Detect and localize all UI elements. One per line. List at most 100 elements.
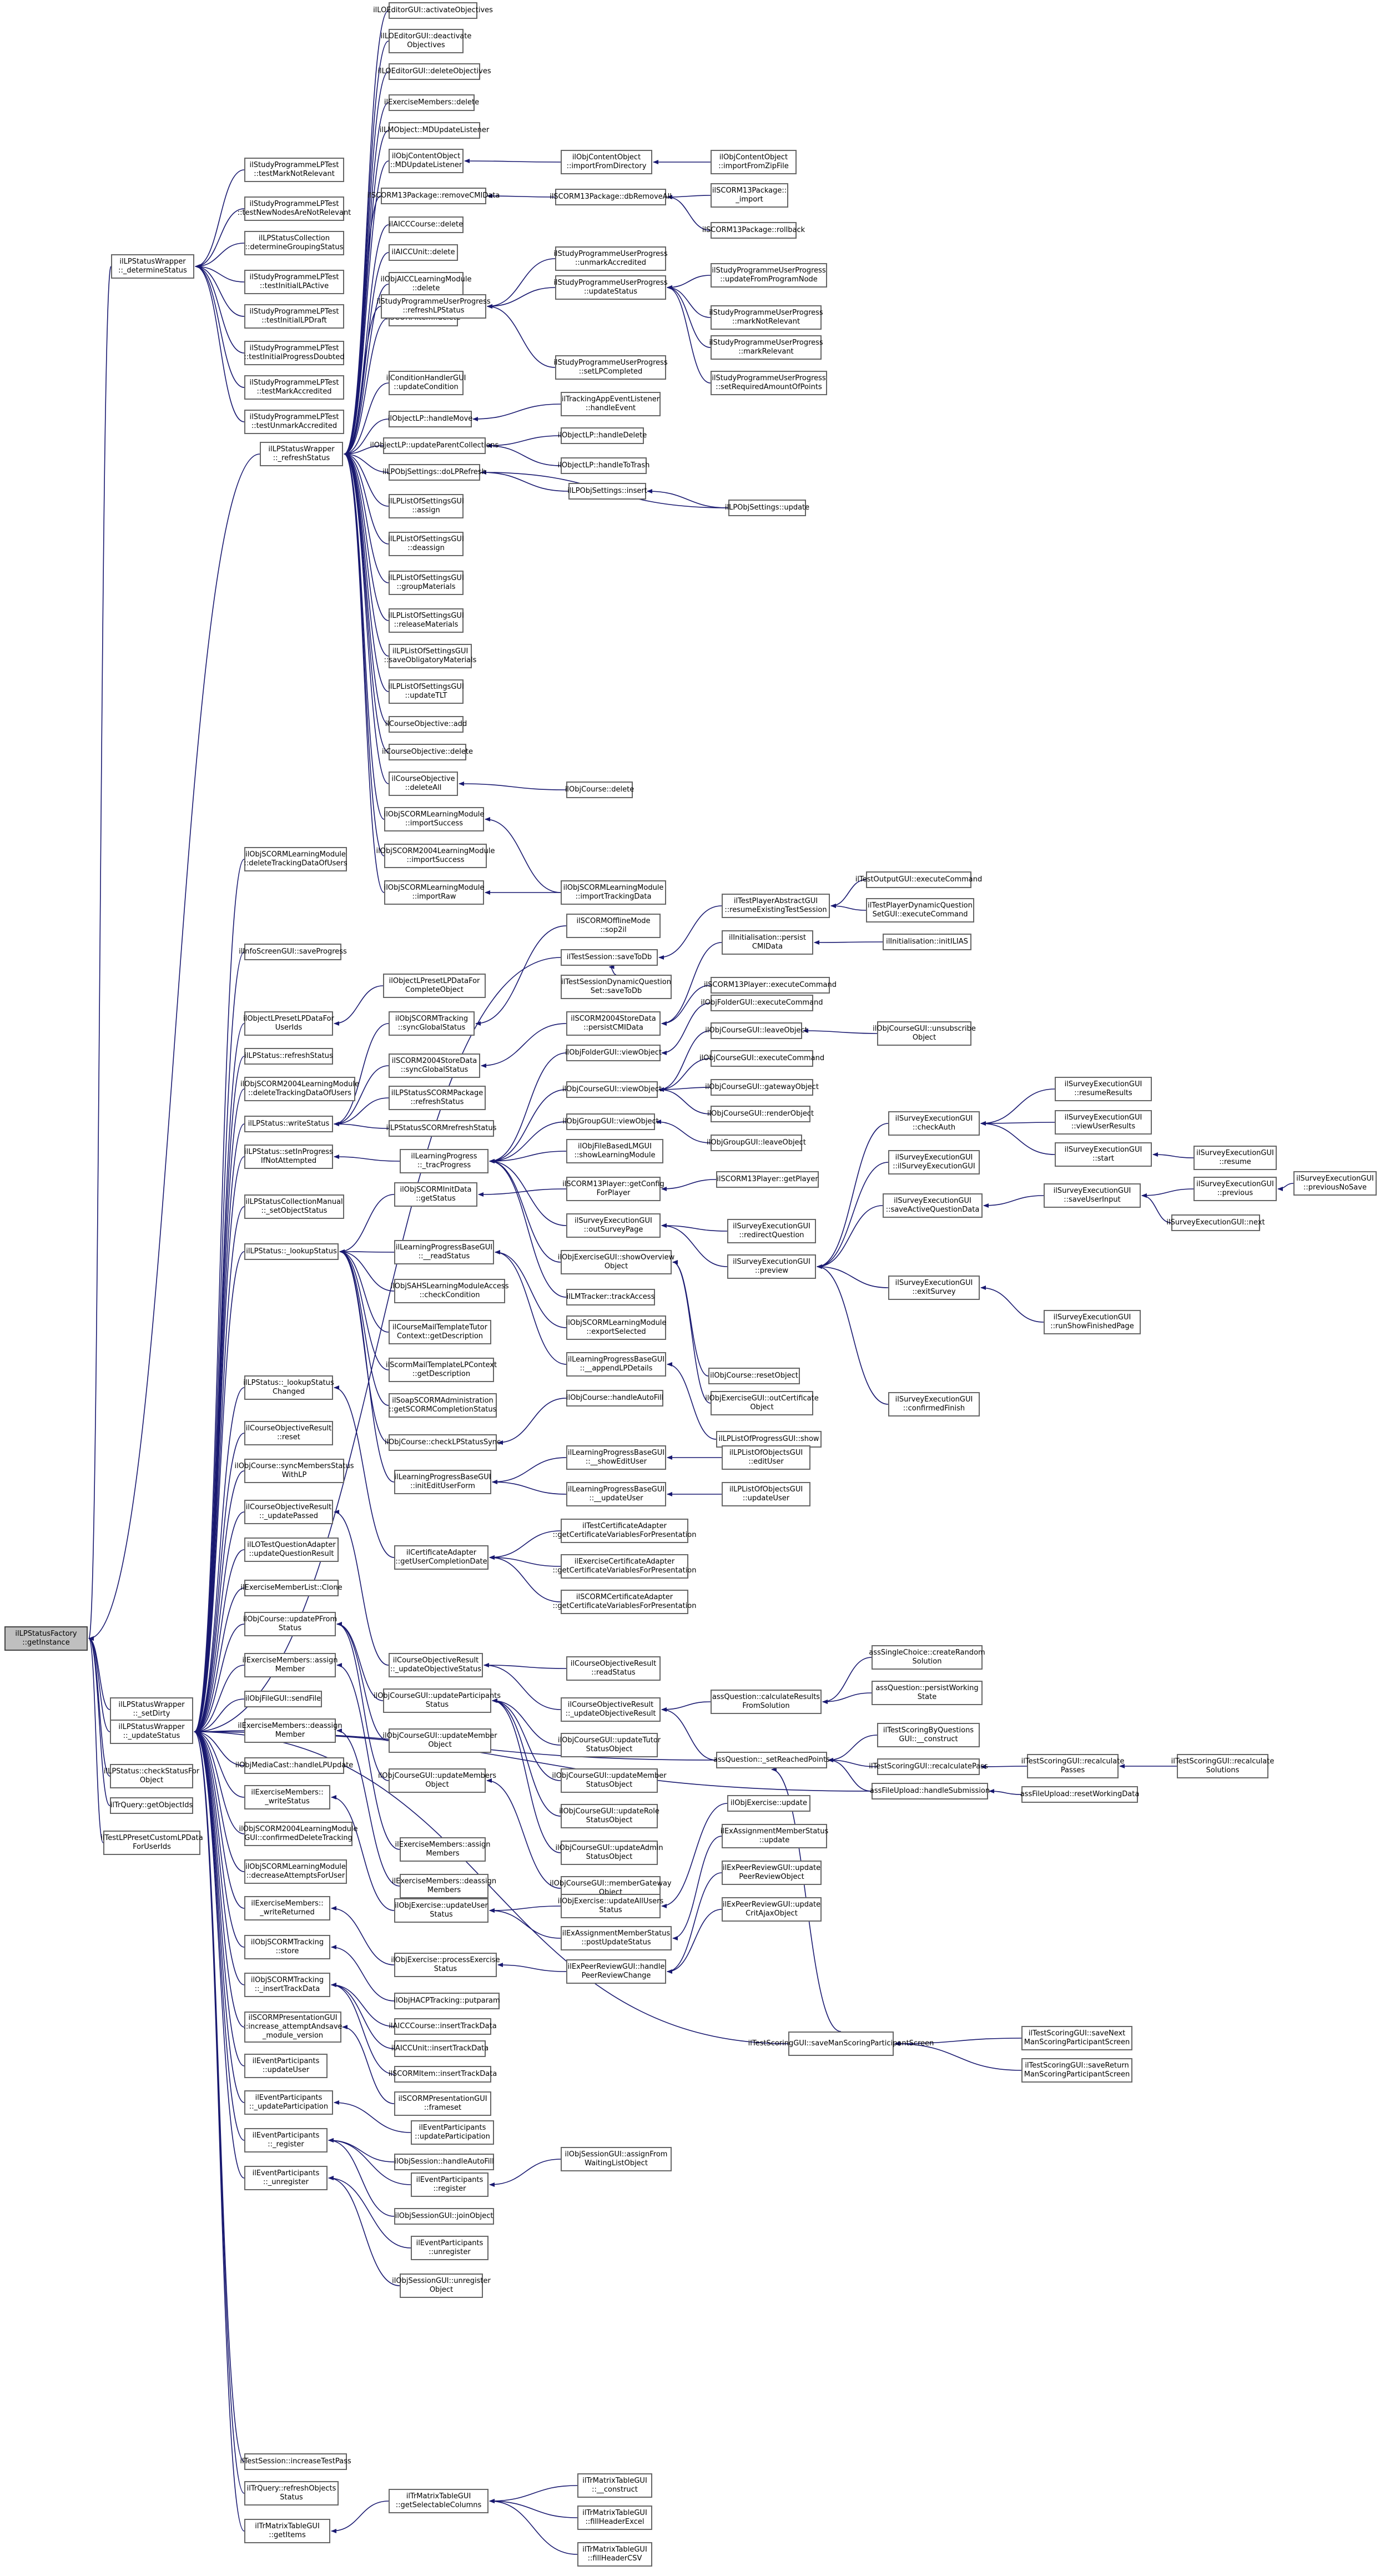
graph-node[interactable]: ilStudyProgrammeLPTest ::testMarkAccredi… bbox=[244, 375, 344, 400]
graph-node[interactable]: ilObjSessionGUI::unregister Object bbox=[392, 2273, 491, 2298]
graph-node[interactable]: ilTrQuery::getObjectIds bbox=[110, 1797, 193, 1814]
graph-node[interactable]: ilLPObjSettings::insert bbox=[567, 483, 647, 500]
graph-node[interactable]: ilObjectLP::handleToTrash bbox=[558, 457, 649, 474]
graph-node[interactable]: ilTestSession::saveToDb bbox=[561, 949, 658, 966]
graph-node[interactable]: ilObjCourse::handleAutoFill bbox=[566, 1390, 663, 1407]
graph-node[interactable]: ilSCORM2004StoreData ::persistCMIData bbox=[566, 1011, 661, 1036]
graph-node[interactable]: ilAICCUnit::delete bbox=[389, 244, 458, 261]
graph-node[interactable]: ilObjSCORMTracking ::store bbox=[244, 1935, 330, 1959]
graph-node[interactable]: ilTestScoringGUI::saveManScoringParticip… bbox=[748, 2031, 934, 2056]
graph-node[interactable]: ilExAssignmentMemberStatus ::postUpdateS… bbox=[561, 1926, 672, 1950]
graph-node[interactable]: ilLOEditorGUI::activateObjectives bbox=[373, 2, 493, 19]
graph-node[interactable]: ilLOTestQuestionAdapter ::updateQuestion… bbox=[244, 1537, 339, 1562]
graph-node[interactable]: ilTestScoringGUI::saveNext ManScoringPar… bbox=[1021, 2026, 1132, 2050]
graph-node[interactable]: ilStudyProgrammeUserProgress ::unmarkAcc… bbox=[553, 246, 668, 271]
graph-node[interactable]: ilObjectLPresetLPDataFor CompleteObject bbox=[383, 974, 486, 998]
graph-node[interactable]: ilSCORM13Player::getConfig ForPlayer bbox=[562, 1177, 664, 1201]
graph-node[interactable]: ilObjGroupGUI::viewObject bbox=[562, 1113, 659, 1130]
graph-node[interactable]: ilObjFolderGUI::executeCommand bbox=[701, 995, 823, 1011]
graph-node[interactable]: ilLPListOfObjectsGUI ::editUser bbox=[722, 1445, 810, 1470]
graph-node[interactable]: ilObjSCORMLearningModule ::importRaw bbox=[384, 880, 484, 905]
graph-node[interactable]: ilObjGroupGUI::leaveObject bbox=[707, 1135, 806, 1151]
graph-node[interactable]: ilAICCCourse::delete bbox=[389, 216, 464, 233]
graph-node[interactable]: ilExPeerReviewGUI::handle PeerReviewChan… bbox=[566, 1959, 666, 1984]
graph-node[interactable]: ilLPStatus::refreshStatus bbox=[244, 1048, 333, 1065]
graph-node[interactable]: ilLPStatusCollection ::determineGrouping… bbox=[244, 231, 344, 255]
graph-node[interactable]: ilSurveyExecutionGUI::next bbox=[1166, 1214, 1265, 1231]
graph-node[interactable]: ilStudyProgrammeUserProgress ::markRelev… bbox=[709, 335, 823, 360]
graph-node[interactable]: ilExerciseMembers::deassign Members bbox=[392, 1874, 496, 1898]
graph-node[interactable]: ilStudyProgrammeLPTest ::testInitialProg… bbox=[244, 341, 345, 365]
graph-node[interactable]: ilObjExercise::update bbox=[727, 1795, 810, 1812]
graph-node[interactable]: ilCourseObjectiveResult ::readStatus bbox=[566, 1656, 661, 1681]
graph-node[interactable]: ilObjectLP::updateParentCollections bbox=[370, 437, 498, 454]
graph-node[interactable]: ilObjContentObject ::importFromZipFile bbox=[711, 150, 797, 174]
graph-node[interactable]: ilLPStatusWrapper ::_determineStatus bbox=[111, 254, 194, 279]
graph-node[interactable]: ilLearningProgressBaseGUI ::__updateUser bbox=[566, 1482, 666, 1506]
graph-node[interactable]: ilSCORMOfflineMode ::sop2il bbox=[566, 914, 661, 938]
graph-node[interactable]: ilSurveyExecutionGUI ::viewUserResults bbox=[1055, 1110, 1152, 1135]
graph-node[interactable]: ilSCORMPresentationGUI ::increase_attemp… bbox=[243, 2012, 343, 2043]
graph-node[interactable]: ilExerciseMembers::deassign Member bbox=[238, 1718, 343, 1743]
graph-node[interactable]: ilTrQuery::refreshObjects Status bbox=[244, 2481, 339, 2506]
graph-node[interactable]: ilSurveyExecutionGUI ::confirmedFinish bbox=[888, 1392, 980, 1416]
graph-node[interactable]: ilLPStatus::writeStatus bbox=[244, 1116, 333, 1132]
graph-node[interactable]: ilSCORM13Player::getPlayer bbox=[716, 1171, 819, 1188]
graph-node[interactable]: ilLPStatusSCORMPackage ::refreshStatus bbox=[389, 1086, 486, 1110]
graph-node[interactable]: ilTestSessionDynamicQuestion Set::saveTo… bbox=[561, 975, 672, 999]
graph-node[interactable]: ilObjSCORMLearningModule ::deleteTrackin… bbox=[244, 847, 347, 871]
graph-node[interactable]: ilSCORMCertificateAdapter ::getCertifica… bbox=[553, 1590, 697, 1614]
graph-node[interactable]: ilLearningProgressBaseGUI ::__readStatus bbox=[394, 1240, 494, 1264]
graph-node[interactable]: ilObjCourseGUI::updateMembers Object bbox=[378, 1768, 496, 1793]
graph-node[interactable]: assFileUpload::resetWorkingData bbox=[1020, 1786, 1139, 1803]
graph-node[interactable]: ilStudyProgrammeLPTest ::testNewNodesAre… bbox=[238, 196, 351, 221]
graph-node[interactable]: ilCertificateAdapter ::getUserCompletion… bbox=[394, 1545, 488, 1570]
graph-node[interactable]: ilObjCourse::syncMembersStatus WithLP bbox=[235, 1459, 354, 1483]
graph-node[interactable]: ilEventParticipants ::_updateParticipati… bbox=[244, 2090, 333, 2115]
graph-node[interactable]: ilObjSAHSLearningModuleAccess ::checkCon… bbox=[391, 1279, 508, 1303]
graph-node[interactable]: ilStudyProgrammeLPTest ::testUnmarkAccre… bbox=[244, 410, 344, 434]
graph-node[interactable]: ilTestScoringGUI::recalculate Solutions bbox=[1171, 1754, 1274, 1778]
graph-node[interactable]: ilTrackingAppEventListener ::handleEvent bbox=[561, 392, 661, 416]
graph-node[interactable]: ilObjSession::handleAutoFill bbox=[394, 2154, 494, 2170]
graph-node[interactable]: ilSurveyExecutionGUI ::redirectQuestion bbox=[727, 1219, 816, 1243]
graph-node[interactable]: ilLPObjSettings::update bbox=[725, 500, 809, 516]
graph-node[interactable]: ilSurveyExecutionGUI ::outSurveyPage bbox=[566, 1213, 661, 1238]
graph-node[interactable]: ilLPListOfSettingsGUI ::groupMaterials bbox=[388, 571, 464, 595]
graph-node[interactable]: ilStudyProgrammeLPTest ::testInitialLPDr… bbox=[244, 304, 344, 329]
graph-node[interactable]: ilSCORM13Package::removeCMIData bbox=[367, 188, 500, 204]
graph-node[interactable]: ilObjCourseGUI::updateParticipants Statu… bbox=[374, 1688, 501, 1713]
graph-node[interactable]: ilStudyProgrammeUserProgress ::setLPComp… bbox=[553, 355, 668, 380]
graph-node[interactable]: ilSurveyExecutionGUI ::ilSurveyExecution… bbox=[888, 1150, 980, 1174]
graph-node[interactable]: ilExerciseMembers:: _writeStatus bbox=[244, 1785, 330, 1809]
graph-node[interactable]: ilTrMatrixTableGUI ::fillHeaderCSV bbox=[577, 2542, 652, 2567]
graph-node[interactable]: ilSCORM2004StoreData ::syncGlobalStatus bbox=[389, 1053, 480, 1078]
graph-node[interactable]: ilObjectLP::handleMove bbox=[388, 411, 472, 427]
graph-node[interactable]: ilExerciseMembers:: _writeReturned bbox=[244, 1896, 330, 1920]
graph-node[interactable]: ilLPObjSettings::doLPRefresh bbox=[382, 464, 486, 481]
graph-node[interactable]: ilSurveyExecutionGUI ::previousNoSave bbox=[1293, 1171, 1377, 1196]
graph-node[interactable]: ilObjSessionGUI::assignFrom WaitingListO… bbox=[561, 2147, 672, 2171]
graph-node[interactable]: ilSCORM13Player::executeCommand bbox=[704, 977, 837, 994]
graph-node[interactable]: ilTrMatrixTableGUI ::getItems bbox=[244, 2519, 330, 2543]
graph-node[interactable]: ilEventParticipants ::updateParticipatio… bbox=[411, 2120, 494, 2145]
graph-node[interactable]: ilLPListOfSettingsGUI ::deassign bbox=[388, 532, 464, 556]
graph-node[interactable]: ilScormMailTemplateLPContext ::getDescri… bbox=[386, 1358, 497, 1382]
graph-node[interactable]: ilExerciseMembers::assign Member bbox=[243, 1653, 338, 1677]
graph-node[interactable]: ilTestPlayerDynamicQuestion SetGUI::exec… bbox=[866, 898, 974, 922]
graph-node[interactable]: ilLOEditorGUI::deleteObjectives bbox=[377, 63, 491, 80]
graph-node[interactable]: ilAICCCourse::insertTrackData bbox=[389, 2018, 497, 2035]
graph-node[interactable]: ilExPeerReviewGUI::update CritAjaxObject bbox=[722, 1897, 822, 1922]
graph-node[interactable]: ilLPListOfSettingsGUI ::releaseMaterials bbox=[388, 608, 464, 633]
graph-node[interactable]: ilObjCourseGUI::updateMember StatusObjec… bbox=[552, 1768, 667, 1793]
graph-node[interactable]: ilEventParticipants ::unregister bbox=[411, 2236, 488, 2260]
graph-node[interactable]: ilAICCUnit::insertTrackData bbox=[391, 2040, 488, 2057]
graph-node[interactable]: ilSurveyExecutionGUI ::resume bbox=[1193, 1146, 1277, 1170]
graph-node[interactable]: ilObjCourseGUI::viewObject bbox=[562, 1081, 662, 1098]
graph-node[interactable]: ilObjectLPresetLPDataFor UserIds bbox=[243, 1011, 334, 1036]
graph-node[interactable]: ilExAssignmentMemberStatus ::update bbox=[721, 1824, 828, 1848]
graph-node[interactable]: ilObjContentObject ::importFromDirectory bbox=[561, 150, 652, 174]
graph-node[interactable]: ilObjCourseGUI::updateRole StatusObject bbox=[559, 1804, 659, 1828]
graph-node[interactable]: ilCourseObjective ::deleteAll bbox=[389, 772, 458, 796]
graph-node[interactable]: ilEventParticipants ::_register bbox=[244, 2128, 328, 2152]
